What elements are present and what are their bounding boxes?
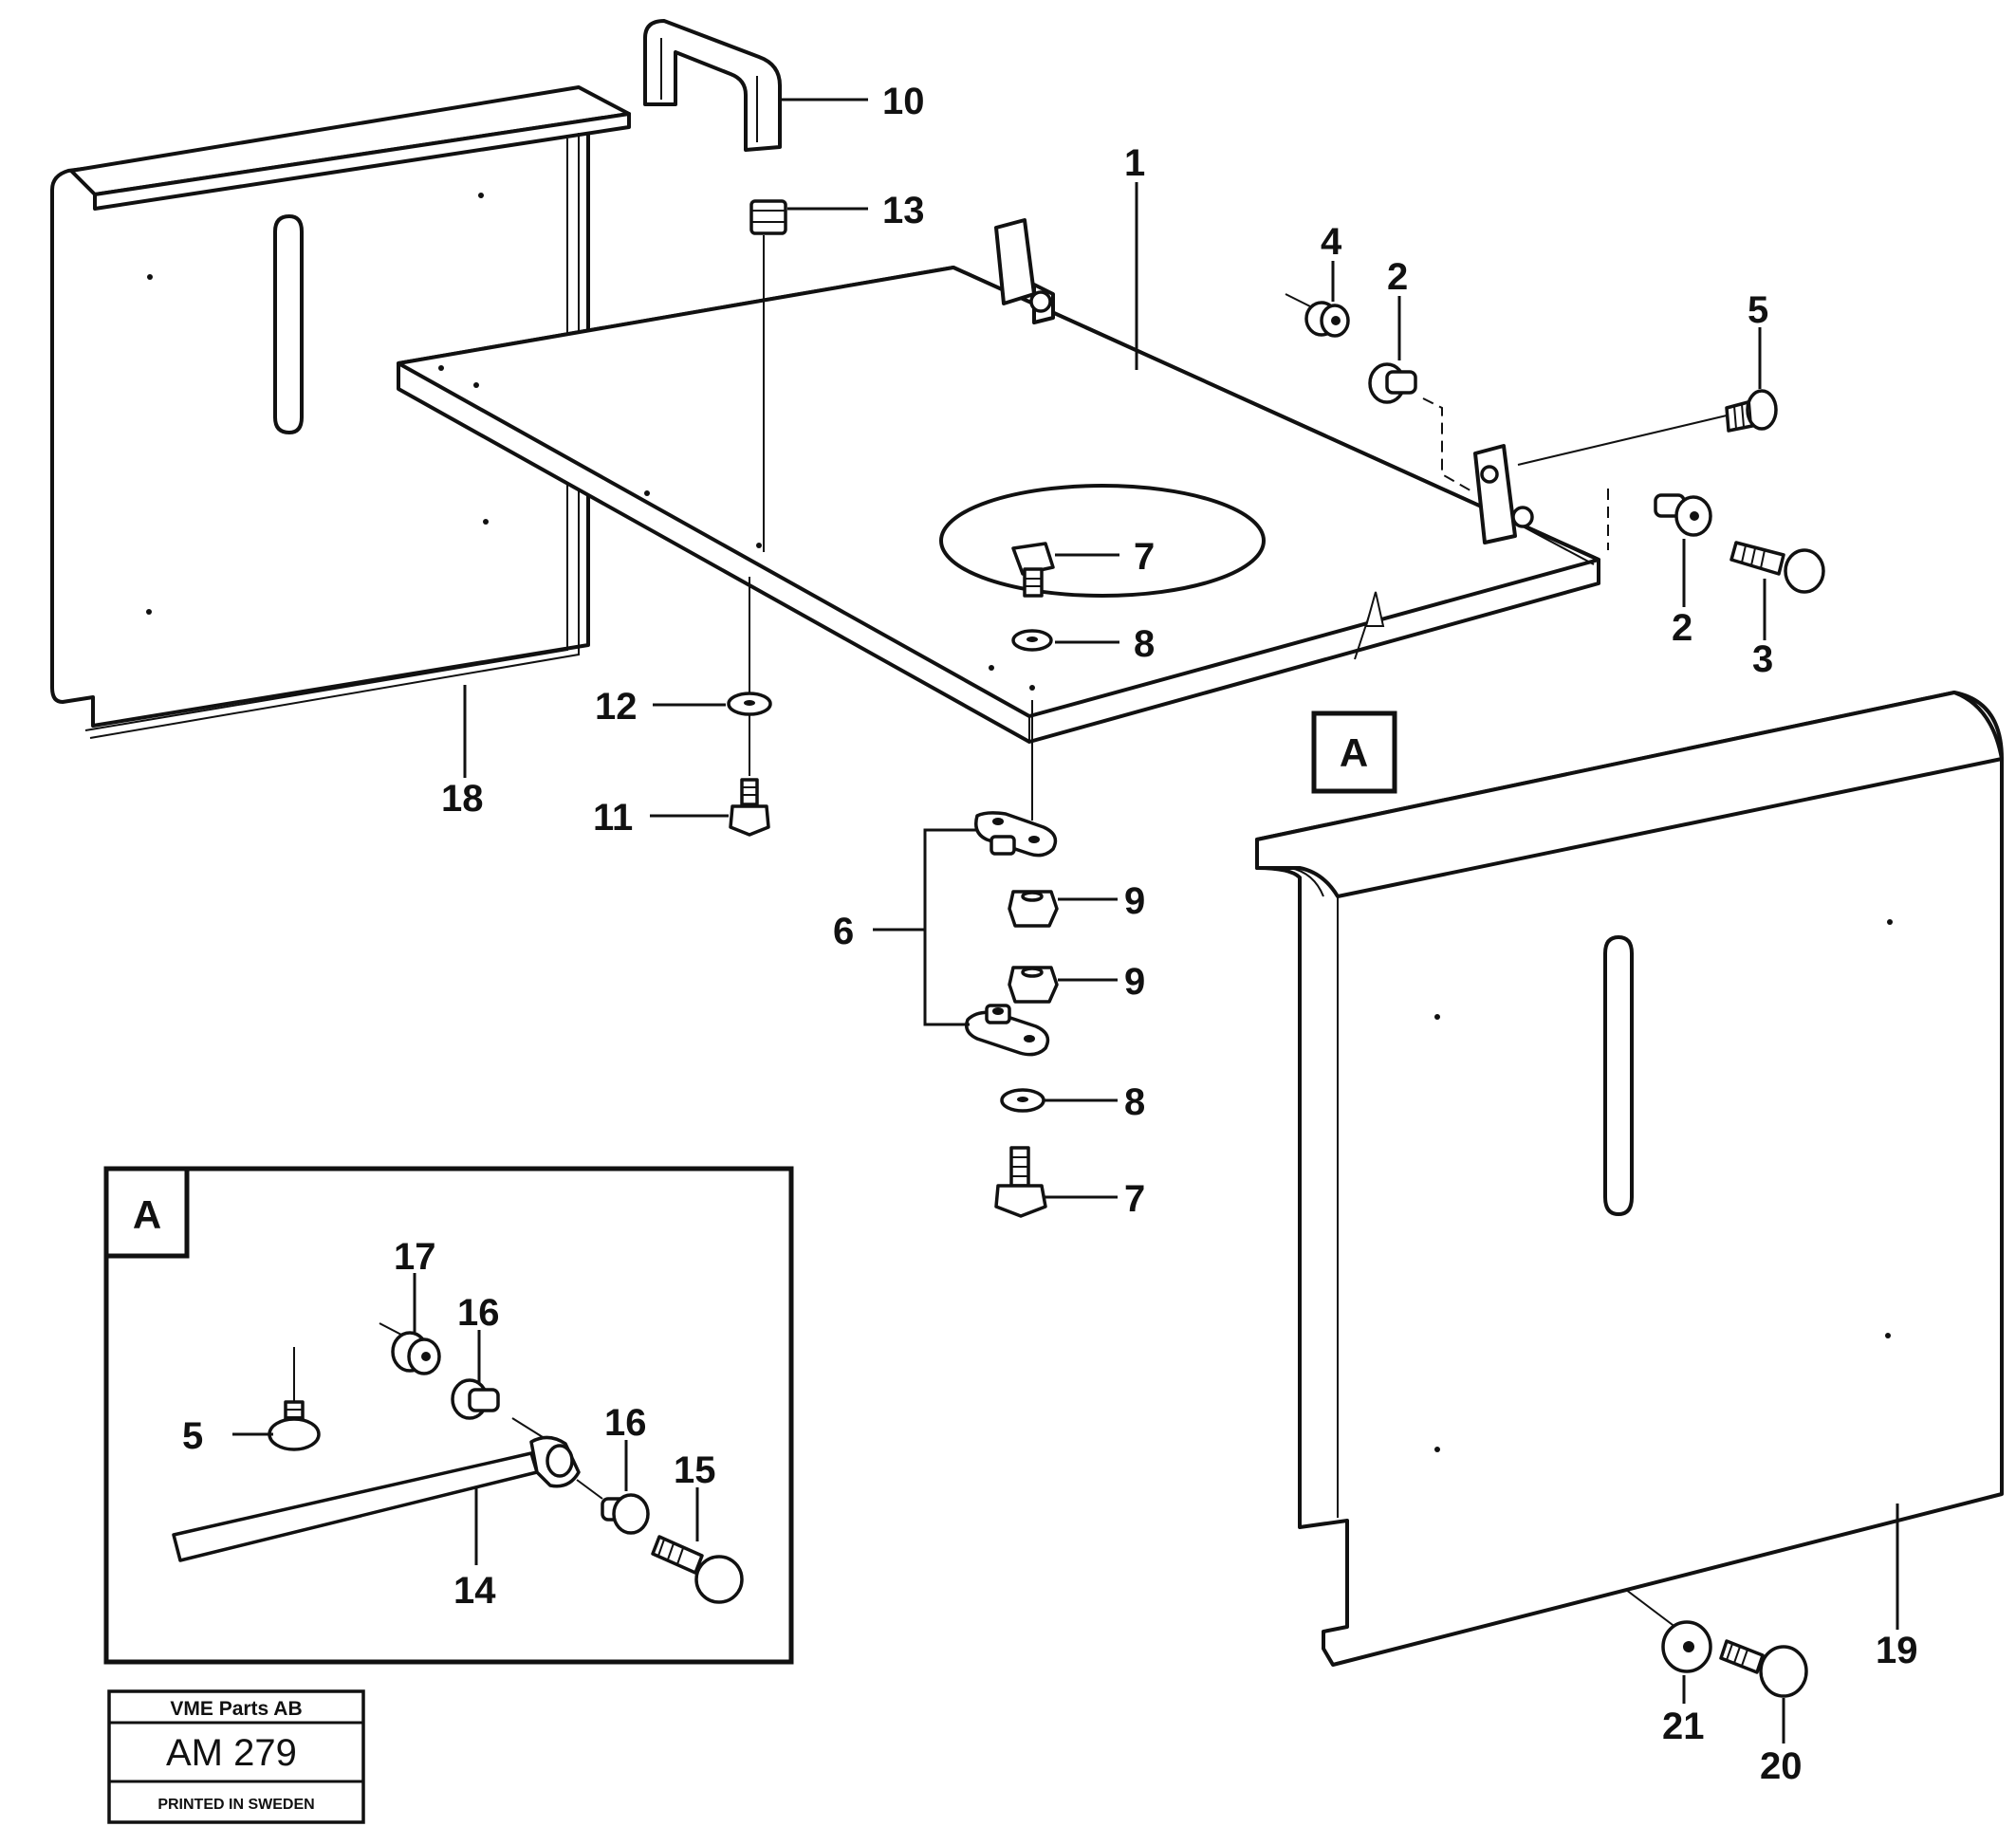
callout-1: 1 bbox=[1124, 142, 1145, 184]
nut-9-lower bbox=[1008, 966, 1059, 1004]
callout-18: 18 bbox=[441, 778, 484, 820]
view-marker-a: A bbox=[1311, 710, 1397, 794]
callout-12: 12 bbox=[595, 686, 638, 728]
detail-callout-17: 17 bbox=[394, 1236, 436, 1278]
right-side-panel bbox=[1255, 691, 2004, 1667]
callout-11: 11 bbox=[593, 797, 633, 839]
clamp-6-upper bbox=[974, 811, 1058, 858]
drawing-code: AM 279 bbox=[166, 1732, 297, 1774]
washer-8-lower bbox=[1000, 1088, 1045, 1113]
detail-callout-15: 15 bbox=[674, 1449, 716, 1491]
callout-9-upper: 9 bbox=[1124, 880, 1145, 922]
bolt-7-lower bbox=[994, 1146, 1047, 1218]
spacer bbox=[749, 199, 787, 235]
callout-20: 20 bbox=[1760, 1745, 1803, 1787]
title-block: VME Parts AB AM 279 PRINTED IN SWEDEN bbox=[107, 1689, 365, 1824]
detail-callout-16-lower: 16 bbox=[604, 1402, 647, 1444]
callout-13: 13 bbox=[882, 190, 925, 231]
detail-callout-14: 14 bbox=[453, 1570, 496, 1612]
callout-19: 19 bbox=[1876, 1630, 1918, 1671]
callout-2-upper: 2 bbox=[1387, 256, 1408, 298]
left-side-panel bbox=[50, 85, 631, 739]
detail-callout-16-upper: 16 bbox=[457, 1292, 500, 1334]
bolt-11 bbox=[729, 778, 770, 837]
washer-21 bbox=[1661, 1620, 1712, 1673]
bushing-2-upper bbox=[1368, 362, 1417, 404]
callout-8-upper: 8 bbox=[1134, 623, 1155, 665]
callout-5: 5 bbox=[1748, 289, 1768, 331]
leader-lines bbox=[463, 98, 1899, 1744]
callout-7-lower: 7 bbox=[1124, 1178, 1145, 1220]
callout-2-lower: 2 bbox=[1672, 607, 1692, 649]
seat-plate bbox=[397, 218, 1600, 744]
callout-8-lower: 8 bbox=[1124, 1081, 1145, 1123]
callout-labels: 10 13 1 4 2 5 2 3 7 8 12 11 18 6 9 9 8 7… bbox=[441, 81, 1918, 1787]
screw-5 bbox=[1725, 389, 1778, 433]
clamp-6-lower bbox=[965, 1004, 1050, 1057]
nut-9-upper bbox=[1008, 890, 1059, 928]
detail-callout-5: 5 bbox=[182, 1415, 203, 1457]
callout-7-upper: 7 bbox=[1134, 536, 1155, 578]
nut-4 bbox=[1304, 301, 1350, 338]
washer-12 bbox=[727, 692, 772, 716]
callout-3: 3 bbox=[1752, 638, 1773, 680]
printed-note: PRINTED IN SWEDEN bbox=[157, 1797, 314, 1813]
callout-6: 6 bbox=[833, 911, 854, 952]
bolt-7-upper bbox=[1011, 542, 1055, 598]
washer-8-upper bbox=[1011, 629, 1053, 652]
callout-10: 10 bbox=[882, 81, 925, 122]
company-name: VME Parts AB bbox=[170, 1698, 302, 1720]
callout-4: 4 bbox=[1321, 221, 1342, 263]
bolt-3 bbox=[1729, 541, 1825, 594]
detail-a-label: A bbox=[133, 1192, 161, 1237]
handle bbox=[643, 19, 782, 152]
callout-21: 21 bbox=[1662, 1706, 1705, 1747]
detail-a-box: A 5 17 16 14 16 bbox=[103, 1166, 794, 1665]
view-marker-label: A bbox=[1340, 730, 1368, 775]
callout-9-lower: 9 bbox=[1124, 961, 1145, 1003]
bolt-20 bbox=[1719, 1639, 1808, 1698]
bushing-2-lower bbox=[1654, 493, 1712, 537]
